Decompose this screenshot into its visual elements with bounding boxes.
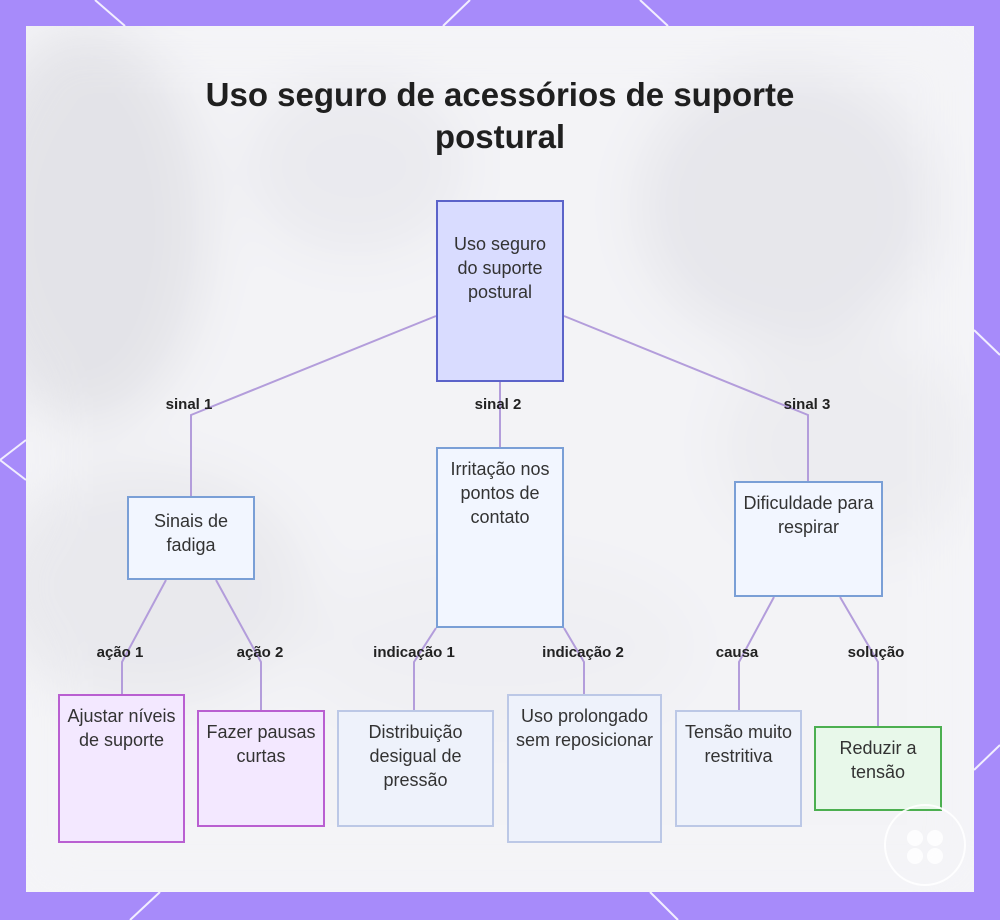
node-label: Sinais de fadiga — [153, 511, 229, 555]
diagram-title: Uso seguro de acessórios de suporte post… — [205, 76, 795, 155]
edge-label-causa: causa — [715, 644, 759, 661]
edge-label-indicacao-2: indicação 2 — [542, 644, 624, 661]
node-label: Irritação nos pontos de contato — [450, 459, 550, 527]
node-label: Ajustar níveis de suporte — [67, 706, 176, 750]
edge-causa — [738, 596, 775, 710]
node-label: Fazer pausas curtas — [206, 722, 316, 766]
connectors — [121, 315, 879, 726]
edge-label-acao-1: ação 1 — [96, 644, 144, 661]
edge-solucao — [839, 596, 879, 726]
node-label: Reduzir a tensão — [839, 738, 917, 782]
edge-indicacao-2 — [563, 627, 585, 694]
node-tensao-restritiva: Tensão muito restritiva — [675, 710, 802, 827]
edge-label-indicacao-1: indicação 1 — [373, 644, 455, 661]
edge-label-sinal-1: sinal 1 — [165, 396, 213, 413]
node-label: Tensão muito restritiva — [684, 722, 793, 766]
brand-logo-icon — [884, 804, 966, 886]
edge-label-sinal-3: sinal 3 — [783, 396, 831, 413]
edge-acao-2 — [215, 579, 262, 710]
edge-label-sinal-2: sinal 2 — [474, 396, 522, 413]
edge-label-solucao: solução — [847, 644, 905, 661]
node-reduzir-tensao: Reduzir a tensão — [814, 726, 942, 811]
root-node: Uso seguro do suporte postural — [436, 200, 564, 382]
root-node-label: Uso seguro do suporte postural — [453, 234, 547, 302]
node-uso-prolongado: Uso prolongado sem reposicionar — [507, 694, 662, 843]
edge-label-acao-2: ação 2 — [236, 644, 284, 661]
node-label: Distribuição desigual de pressão — [368, 722, 463, 790]
node-dificuldade-respirar: Dificuldade para respirar — [734, 481, 883, 597]
node-irritacao: Irritação nos pontos de contato — [436, 447, 564, 628]
edge-acao-1 — [121, 579, 167, 694]
edge-indicacao-1 — [413, 627, 437, 710]
node-label: Uso prolongado sem reposicionar — [515, 706, 654, 750]
node-fazer-pausas: Fazer pausas curtas — [197, 710, 325, 827]
node-sinais-de-fadiga: Sinais de fadiga — [127, 496, 255, 580]
edge-root-sinal-3 — [563, 315, 809, 481]
node-distribuicao-pressao: Distribuição desigual de pressão — [337, 710, 494, 827]
diagram-panel: Uso seguro de acessórios de suporte post… — [26, 26, 974, 892]
node-label: Dificuldade para respirar — [743, 493, 874, 537]
edge-root-sinal-1 — [190, 315, 437, 496]
node-ajustar-niveis: Ajustar níveis de suporte — [58, 694, 185, 843]
